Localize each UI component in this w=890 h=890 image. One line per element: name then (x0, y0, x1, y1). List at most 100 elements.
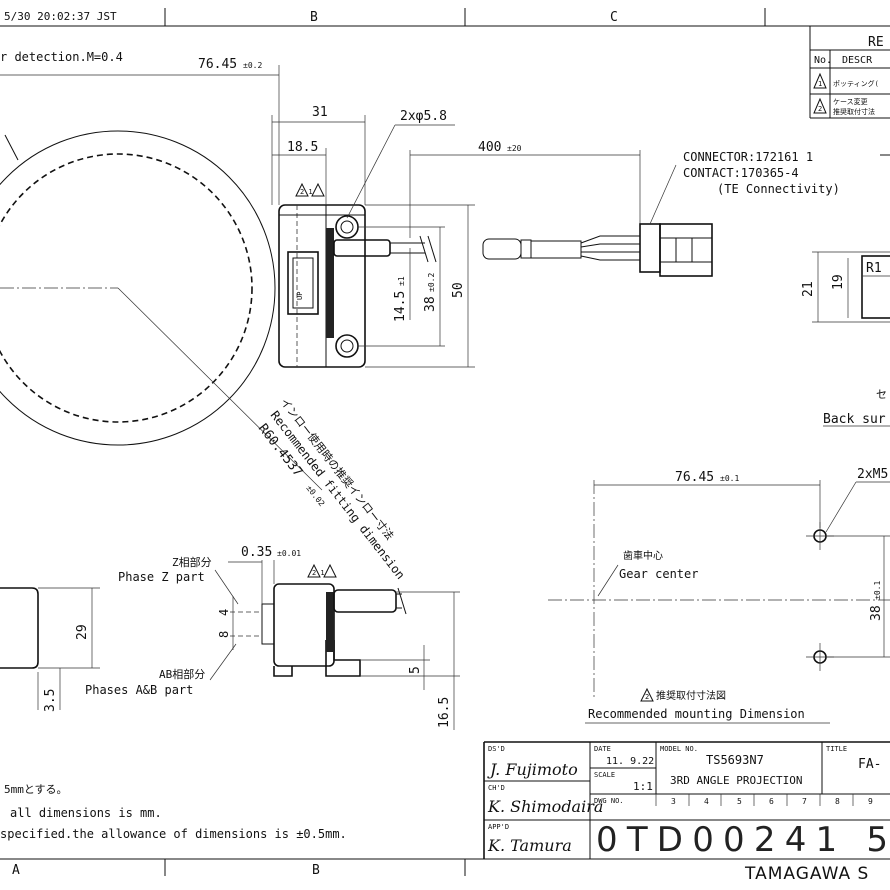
checker-signature: K. Shimodaira (487, 797, 603, 816)
dim-0-35-tol: ±0.01 (277, 549, 301, 558)
top-view-rev-marks: 2 1 (300, 188, 313, 196)
cable-assembly: CONNECTOR:172161 1 CONTACT:170365-4 (TE … (482, 150, 840, 277)
connector-part: CONNECTOR:172161 1 (683, 150, 813, 164)
left-side-view: 29 3.5 (0, 587, 100, 712)
scale-label: SCALE (594, 771, 615, 779)
revision-1-desc: ポッティング( (833, 79, 879, 88)
dim-31: 31 (312, 105, 328, 120)
mount-rev-mark: 2 (645, 693, 649, 701)
dim-18-5: 18.5 (287, 140, 318, 155)
date-label: DATE (594, 745, 611, 753)
dim-0-35: 0.35 (241, 545, 272, 560)
dim-5: 5 (408, 666, 423, 674)
back-surface-label: Back sur (823, 412, 886, 427)
phase-z-jp: Z相部分 (172, 555, 212, 569)
phase-ab-jp: AB相部分 (159, 667, 205, 681)
top-zone-bar: 5/30 20:02:37 JST B C (0, 8, 890, 27)
phase-ab-label: Phases A&B part (85, 683, 193, 697)
phase-z-label: Phase Z part (118, 570, 205, 584)
connector-latch (639, 223, 661, 273)
dim-8: 8 (217, 631, 231, 638)
dim-mount-width: 76.45 (675, 470, 714, 485)
dim-width-top-tol: ±0.2 (243, 61, 262, 70)
company-name: TAMAGAWA S (744, 864, 869, 884)
dim-mount-holes: 2xM5 (857, 467, 888, 482)
dim-3-5: 3.5 (43, 689, 58, 712)
mounting-view: 76.45 ±0.1 2xM5 38 ±0.1 歯車中心 Gear center… (548, 467, 890, 724)
scale-value: 1:1 (633, 780, 653, 793)
dim-4: 4 (217, 609, 231, 616)
top-view: UP 2 1 76.45 ±0.2 31 18.5 (0, 57, 641, 582)
zone-b-top: B (310, 10, 318, 25)
mount-caption-en: Recommended mounting Dimension (588, 707, 805, 721)
side-strain-relief (333, 589, 397, 613)
connector-housing (659, 223, 713, 277)
right-view-note: セ (876, 388, 887, 401)
gear-outer-circle (0, 130, 276, 446)
up-label: UP (296, 292, 304, 300)
revision-2-number: 2 (818, 105, 822, 113)
mounting-hole-top (335, 215, 359, 239)
dwg-col-4: 4 (704, 797, 709, 806)
revision-2-desc-line2: 推奨取付寸法 (833, 107, 875, 116)
mount-caption-jp: 推奨取付寸法図 (656, 689, 726, 702)
drawing-number: 0TD00241 5 (596, 820, 888, 860)
dim-29: 29 (75, 624, 90, 640)
dim-21: 21 (801, 281, 816, 297)
note-jp: 5mmとする。 (4, 783, 68, 796)
dim-mount-38-tol: ±0.1 (873, 581, 882, 600)
encoder-slot (287, 251, 319, 315)
zone-b-bottom: B (312, 863, 320, 878)
encoder-body (278, 204, 366, 368)
dsd-label: DS'D (488, 745, 505, 753)
zone-c-top: C (610, 10, 618, 25)
revision-col-no: No. (814, 55, 832, 66)
title-label: TITLE (826, 745, 847, 753)
right-partial-view: 21 19 R1 セ Back sur (801, 154, 890, 427)
gear-center-label: Gear center (619, 567, 698, 581)
dwg-col-8: 8 (835, 797, 840, 806)
side-body (273, 583, 335, 667)
dwg-col-7: 7 (802, 797, 807, 806)
dwg-label: DWG NO. (594, 797, 624, 805)
projection-label: 3RD ANGLE PROJECTION (670, 774, 802, 787)
dim-14-5: 14.5 (393, 291, 408, 322)
dim-holes-top: 2xφ5.8 (400, 109, 447, 124)
dim-r: R1 (866, 261, 882, 276)
model-label: MODEL NO. (660, 745, 698, 753)
dim-cable: 400 (478, 140, 501, 155)
dim-mount-38: 38 (869, 605, 884, 621)
revision-2-desc-line1: ケース変更 (833, 97, 868, 106)
designer-signature: J. Fujimoto (487, 760, 578, 779)
revision-table: RE No. DESCR 1 ポッティング( 2 ケース変更 推奨取付寸法 (809, 26, 890, 119)
appd-label: APP'D (488, 823, 509, 831)
dwg-col-9: 9 (868, 797, 873, 806)
dim-14-5-tol: ±1 (397, 276, 406, 286)
potting-plate (326, 228, 334, 338)
dwg-col-5: 5 (737, 797, 742, 806)
note-units: all dimensions is mm. (10, 806, 162, 820)
dwg-column-numbers: 3 4 5 6 7 8 9 (671, 797, 873, 806)
chd-label: CH'D (488, 784, 505, 792)
revision-1-triangle-icon (813, 72, 827, 89)
revision-1-number: 1 (818, 80, 822, 88)
mounting-hole-bottom (335, 334, 359, 358)
dim-16-5: 16.5 (437, 697, 452, 728)
note-tolerance: specified.the allowance of dimensions is… (0, 827, 347, 841)
gear-center-jp: 歯車中心 (623, 549, 663, 562)
title-value: FA- (858, 757, 881, 772)
cable-strain-relief (333, 239, 391, 257)
model-value: TS5693N7 (706, 753, 764, 767)
dim-38-top-tol: ±0.2 (427, 273, 436, 292)
dim-cable-tol: ±20 (507, 144, 522, 153)
dwg-col-3: 3 (671, 797, 676, 806)
approver-signature: K. Tamura (487, 836, 572, 855)
center-side-view: 2 1 0.35 ±0.01 Z相部分 Phase Z part AB相部分 P… (85, 545, 460, 730)
contact-part: CONTACT:170365-4 (683, 166, 799, 180)
dim-mount-width-tol: ±0.1 (720, 474, 739, 483)
revision-2-triangle-icon (813, 97, 827, 114)
dim-19: 19 (831, 274, 846, 290)
revision-col-desc: DESCR (842, 55, 873, 66)
detection-note: r detection.M=0.4 (0, 50, 123, 64)
timestamp: 5/30 20:02:37 JST (4, 10, 117, 23)
